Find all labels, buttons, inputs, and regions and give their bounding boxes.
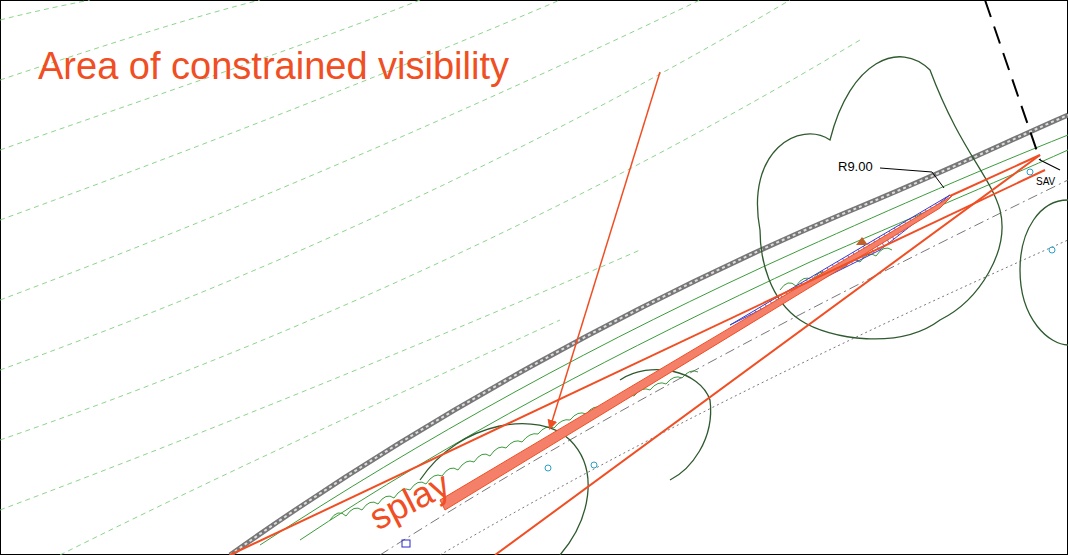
callout-leader <box>550 72 660 428</box>
cut-off-label: SAV <box>1036 176 1055 187</box>
constrained-area <box>440 196 952 510</box>
hatched-area <box>730 195 950 325</box>
splay-label: splay <box>363 464 456 537</box>
tree-canopy <box>420 57 1068 555</box>
splay-line <box>230 170 1045 555</box>
contour-lines <box>0 0 860 555</box>
callout-text: Area of constrained visibility <box>38 46 509 88</box>
survey-markers <box>545 169 1055 471</box>
road-edge <box>230 115 1068 555</box>
radius-leader <box>880 168 944 188</box>
radius-dimension: R9.00 <box>838 160 873 174</box>
dashed-boundary <box>985 0 1040 160</box>
splay-line <box>495 155 1040 555</box>
